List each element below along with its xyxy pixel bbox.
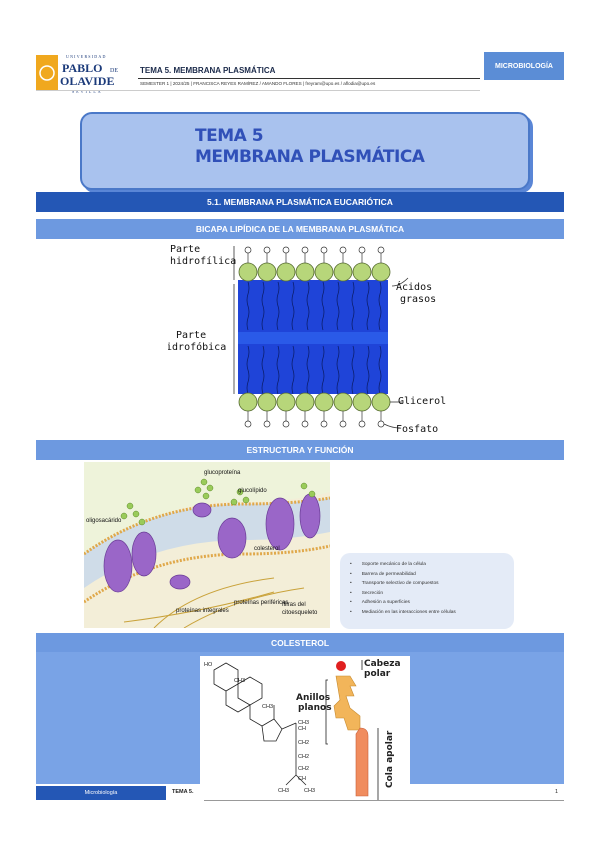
atom-ch-a: CH [298,726,306,732]
title-line-2: MEMBRANA PLASMÁTICA [195,147,425,167]
page-title: TEMA 5 MEMBRANA PLASMÁTICA [195,126,425,168]
university-logo: UNIVERSIDAD PABLO DE OLAVIDE SEVILLA [36,52,136,98]
label-filaments-1: filiras del [282,602,306,608]
atom-ch-b: CH [298,776,306,782]
label-cholesterol: colesterol [254,546,280,552]
cholesterol-heading: COLESTEROL [36,633,564,653]
functions-box: Soporte mecánico de la célula Barrera de… [340,553,514,629]
label-phosphate: Fosfato [396,424,438,434]
structure-heading: ESTRUCTURA Y FUNCIÓN [36,440,564,460]
atom-ch3-d: CH3 [278,788,289,794]
logo-name-de: DE [110,68,118,74]
label-filaments-2: citoesqueleto [282,610,318,616]
polar-head-icon [336,661,346,671]
bilayer-heading: BICAPA LIPÍDICA DE LA MEMBRANA PLASMÁTIC… [36,219,564,239]
doc-title: TEMA 5. MEMBRANA PLASMÁTICA [140,66,276,75]
functions-list: Soporte mecánico de la célula Barrera de… [340,553,514,617]
page-number: 1 [555,789,559,795]
function-item: Soporte mecánico de la célula [350,560,514,570]
atom-ch3-c: CH3 [298,720,309,726]
section-heading: 5.1. MEMBRANA PLASMÁTICA EUCARIÓTICA [36,192,564,212]
label-rings-2: planos [298,703,332,713]
atom-ch3-e: CH3 [304,788,315,794]
label-hydrophobic-2: hidrofóbica [168,341,226,353]
label-hydrophilic-1: Parte [170,244,200,255]
cholesterol-figure: HO CH3 CH3 CH CH3 CH2 CH2 CH2 CH CH3 CH3… [200,656,410,804]
function-item: Mediación en las interacciones entre cél… [350,608,514,618]
function-item: Barrera de permeabilidad [350,570,514,580]
atom-ch2-c: CH2 [298,766,309,772]
function-item: Secreción [350,589,514,599]
title-box [80,112,530,190]
logo-text-bottom: SEVILLA [72,89,103,94]
function-item: Transporte selectivo de compuestos [350,579,514,589]
label-fatty-1: Ácidos [396,280,432,293]
label-tail: Cola apolar [385,730,395,788]
label-hydrophilic-2: hidrofílica [170,255,236,267]
function-item: Adhesión a superficies [350,598,514,608]
logo-text-top: UNIVERSIDAD [66,54,107,59]
label-integral: proteínas integrales [176,608,229,614]
atom-ch3-b: CH3 [262,704,273,710]
subject-tag: MICROBIOLOGÍA [484,52,564,80]
label-head-1: Cabeza [364,659,401,669]
title-line-1: TEMA 5 [195,126,264,146]
label-head-2: polar [364,669,391,679]
label-glycerol: Glicerol [398,396,446,407]
atom-ch2-a: CH2 [298,740,309,746]
label-peripheral: proteínas periféricas [234,600,288,606]
label-fatty-2: grasos [400,294,436,305]
label-oligosaccharide: oligosacárido [86,518,122,524]
logo-name-line2: OLAVIDE [60,74,114,88]
label-glycolipid: glucolípido [238,488,267,494]
apolar-tail-shape [355,727,369,797]
label-hydrophobic-1: Parte [176,330,206,341]
atom-ch2-b: CH2 [298,754,309,760]
doc-subtitle: SEMESTER 1 | 2024/25 | FRANCISCA REYES R… [140,81,376,86]
header-bottom-line [36,90,480,91]
atom-ch3-a: CH3 [234,678,245,684]
label-glycoprotein: glucoproteína [204,470,241,476]
label-rings-1: Anillos [296,693,330,703]
footer-divider [204,800,564,801]
footer-topic: TEMA 5. [172,789,194,795]
atom-ho: HO [204,662,213,668]
logo-name-line1: PABLO [62,61,102,75]
logo-emblem-icon [36,55,58,91]
membrane-structure-figure: glucoproteína glucolípido oligosacárido … [83,462,331,629]
lipid-bilayer-diagram: Parte hidrofílica Parte hidrofóbica Ácid… [160,240,458,435]
footer-subject: Microbiología [36,786,166,800]
planar-rings-shape [333,675,361,731]
header-divider [138,78,480,79]
